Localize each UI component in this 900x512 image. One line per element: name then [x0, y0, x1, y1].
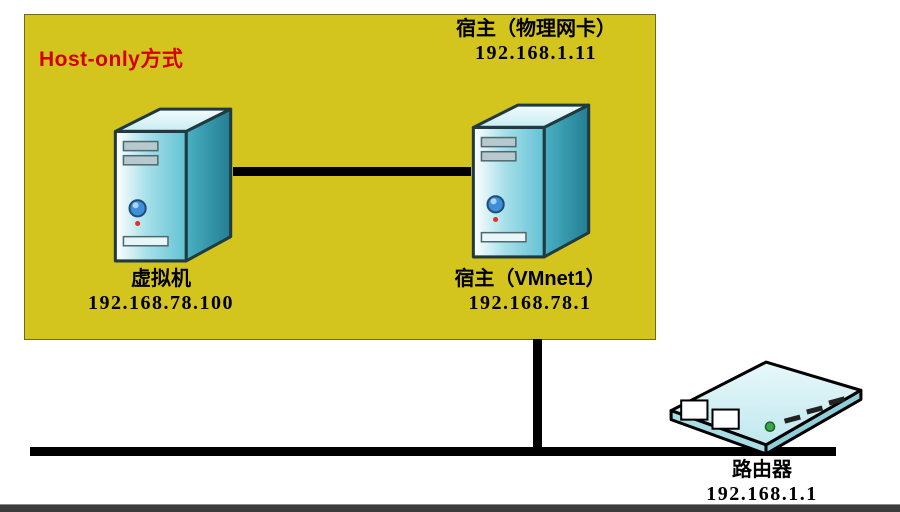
- vm-host-link-line: [233, 167, 471, 176]
- vm-caption: 虚拟机 192.168.78.100: [41, 267, 281, 315]
- host-only-mode-label: Host-only方式: [39, 48, 184, 71]
- computer-tower-icon: [113, 107, 233, 263]
- router-label: 路由器: [732, 459, 792, 481]
- vm-ip: 192.168.78.100: [88, 292, 234, 314]
- computer-tower-icon: [471, 103, 591, 259]
- router-ip: 192.168.1.1: [706, 483, 818, 505]
- host-physical-ip: 192.168.1.11: [475, 42, 597, 64]
- bottom-window-edge: [0, 504, 900, 512]
- vm-label: 虚拟机: [131, 268, 191, 290]
- host-vmnet1-label: 宿主（VMnet1）: [454, 268, 606, 290]
- host-physical-label: 宿主（物理网卡）: [456, 18, 616, 40]
- host-backbone-link-line: [533, 339, 542, 453]
- host-vmnet1-caption: 宿主（VMnet1） 192.168.78.1: [415, 267, 645, 315]
- backbone-line: [30, 447, 836, 456]
- host-only-zone: Host-only方式 宿主（物理网卡） 192.168.1.11: [24, 14, 656, 340]
- host-vmnet1-ip: 192.168.78.1: [468, 292, 592, 314]
- router-caption: 路由器 192.168.1.1: [660, 458, 864, 506]
- router-icon: [669, 360, 863, 456]
- host-physical-caption: 宿主（物理网卡） 192.168.1.11: [401, 17, 671, 65]
